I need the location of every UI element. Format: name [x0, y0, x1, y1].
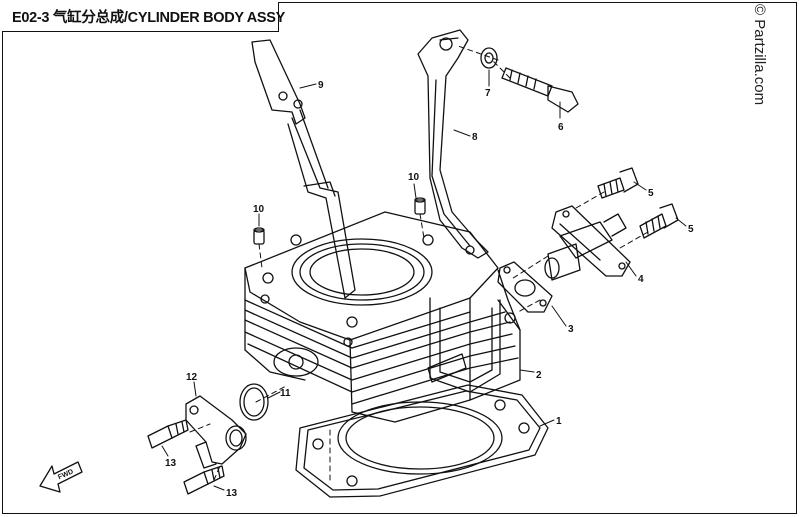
callout-cylinder-body: 2	[536, 370, 542, 381]
pipe-bolt-drawing	[147, 419, 225, 495]
callout-pipe-bolt-lower: 13	[226, 488, 238, 499]
chain-guide-rear-drawing	[417, 29, 489, 259]
callout-chain-tensioner: 4	[638, 274, 644, 285]
leader-lines	[161, 69, 687, 491]
o-ring-drawing	[239, 383, 269, 421]
callout-chain-guide-front: 9	[318, 80, 324, 91]
tensioner-bolt-drawing	[597, 167, 679, 239]
callout-cylinder-gasket: 1	[556, 416, 562, 427]
callout-dowel-pin-right: 10	[408, 172, 420, 183]
callout-o-ring: 11	[280, 388, 291, 399]
forward-arrow-icon: FWD	[39, 461, 83, 493]
callout-water-inlet-pipe: 12	[186, 372, 198, 383]
callout-tensioner-gasket: 3	[568, 324, 574, 335]
tensioner-gasket-drawing	[497, 261, 553, 313]
watermark: © Partzilla.com	[751, 4, 768, 106]
guide-bolt-drawing	[501, 67, 579, 113]
chain-tensioner-drawing	[544, 205, 631, 281]
cylinder-gasket-drawing	[295, 384, 549, 498]
callout-guide-bolt: 6	[558, 122, 564, 133]
title-box: E02-3 气缸分总成/CYLINDER BODY ASSY	[2, 2, 285, 32]
callout-tensioner-bolt-lower: 5	[688, 224, 694, 235]
callout-numbers: 1 2 3 4 5 5 6 7 8 9 10 10 11 12 13 13	[165, 80, 694, 499]
callout-tensioner-bolt-upper: 5	[648, 188, 654, 199]
cylinder-body-drawing	[244, 211, 521, 423]
chain-guide-front-drawing	[251, 39, 356, 299]
callout-chain-guide-rear: 8	[472, 132, 478, 143]
diagram-title: E02-3 气缸分总成/CYLINDER BODY ASSY	[12, 10, 285, 26]
water-inlet-pipe-drawing	[185, 395, 247, 469]
callout-dowel-pin-left: 10	[253, 204, 265, 215]
assembly-lines	[189, 45, 649, 481]
callout-pipe-bolt-upper: 13	[165, 458, 177, 469]
callout-guide-washer: 7	[485, 88, 491, 99]
